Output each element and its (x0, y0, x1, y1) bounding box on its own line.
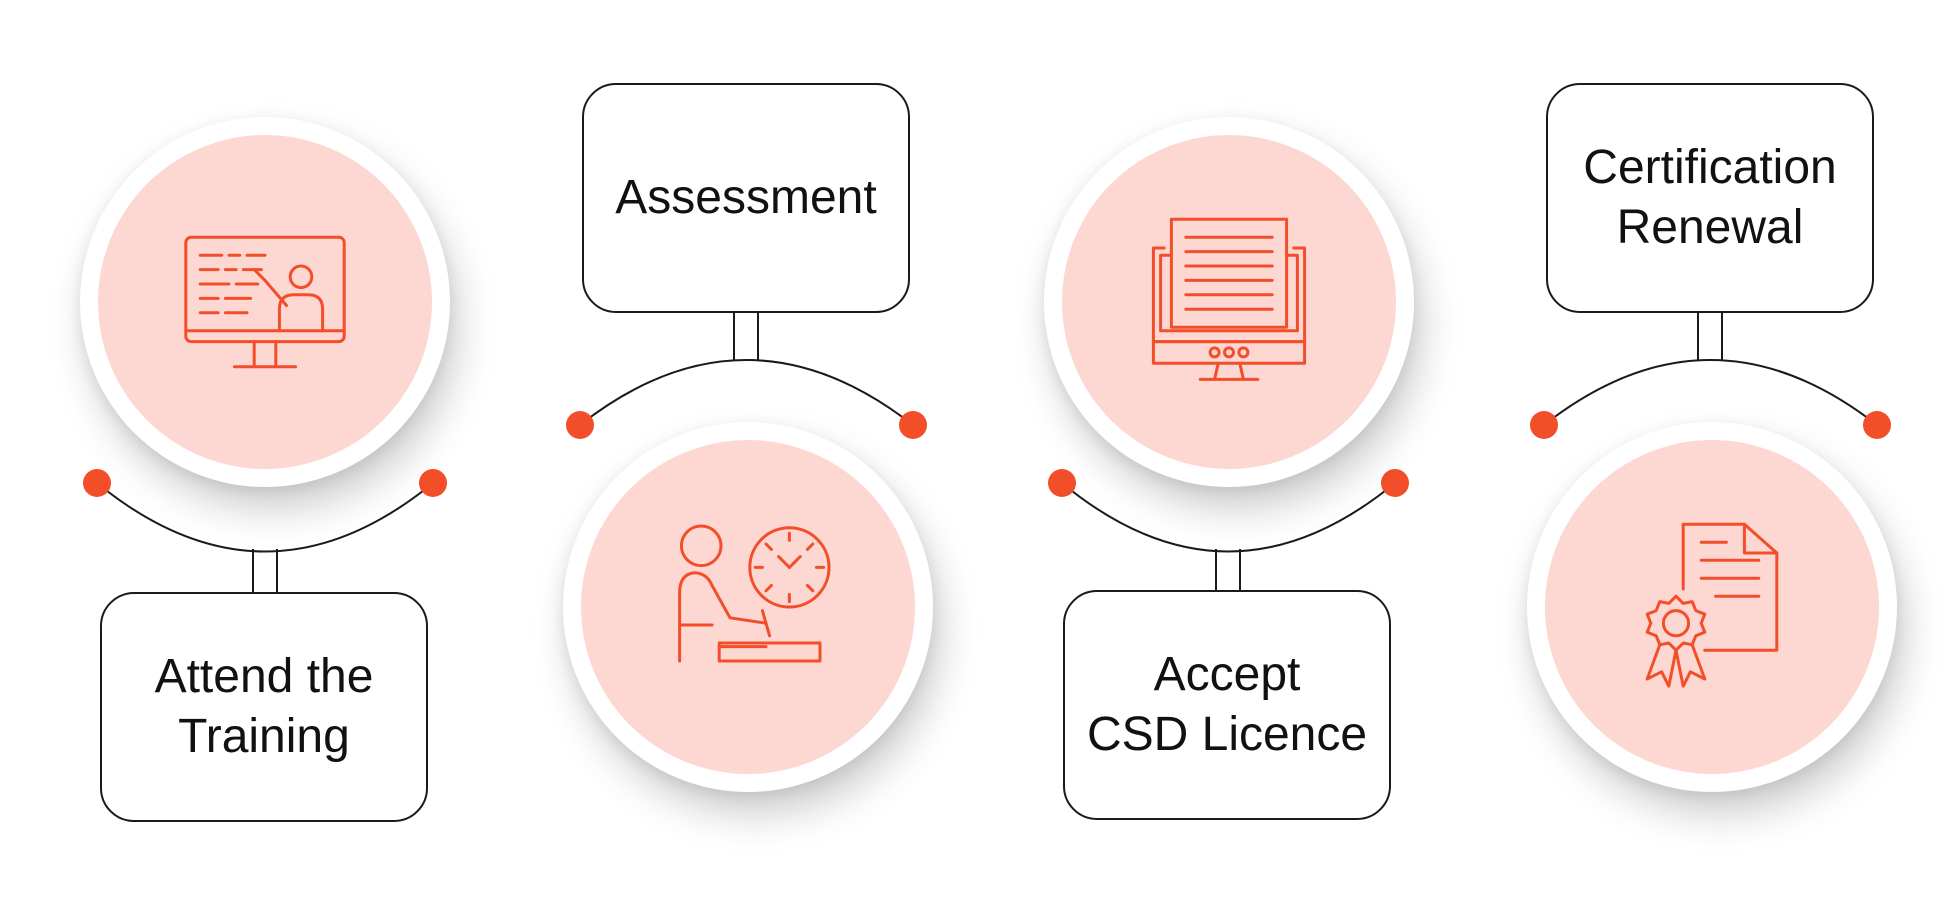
licence-document-monitor-icon (1139, 212, 1319, 392)
step-1-connector (83, 469, 447, 592)
arc-endpoint-dot (566, 411, 594, 439)
arc-endpoint-dot (1048, 469, 1076, 497)
step-4-label-box: Certification Renewal (1546, 83, 1874, 313)
step-4-icon-circle-fill (1545, 440, 1879, 774)
online-training-monitor-icon (175, 212, 355, 392)
arc-endpoint-dot (1863, 411, 1891, 439)
step-2-connector (566, 311, 927, 439)
step-1-label-line-1: Attend the (154, 650, 374, 703)
step-1-icon-circle (80, 117, 450, 487)
step-2-icon-circle (563, 422, 933, 792)
step-2-label-line-1: Assessment (615, 171, 877, 224)
arc-endpoint-dot (83, 469, 111, 497)
arc-endpoint-dot (1381, 469, 1409, 497)
step-3-label-box: Accept CSD Licence (1063, 590, 1391, 820)
arc-endpoint-dot (419, 469, 447, 497)
step-4-connector (1530, 311, 1891, 439)
step-4-label-line-2: Renewal (1616, 201, 1804, 254)
step-4-icon-circle (1527, 422, 1897, 792)
step-3-icon-circle (1044, 117, 1414, 487)
step-2-icon-circle-fill (581, 440, 915, 774)
timed-exam-icon (658, 517, 838, 697)
step-2-label-box: Assessment (582, 83, 910, 313)
step-4-label-line-1: Certification (1583, 141, 1837, 194)
arc-endpoint-dot (1530, 411, 1558, 439)
step-1-label-line-2: Training (178, 710, 350, 763)
step-1-label-box: Attend the Training (100, 592, 428, 822)
arc-endpoint-dot (899, 411, 927, 439)
step-3-icon-circle-fill (1062, 135, 1396, 469)
certificate-ribbon-icon (1622, 517, 1802, 697)
step-3-label-line-2: CSD Licence (1086, 708, 1368, 761)
step-3-connector (1048, 469, 1409, 590)
step-3-label-line-1: Accept (1153, 648, 1301, 701)
step-1-icon-circle-fill (98, 135, 432, 469)
